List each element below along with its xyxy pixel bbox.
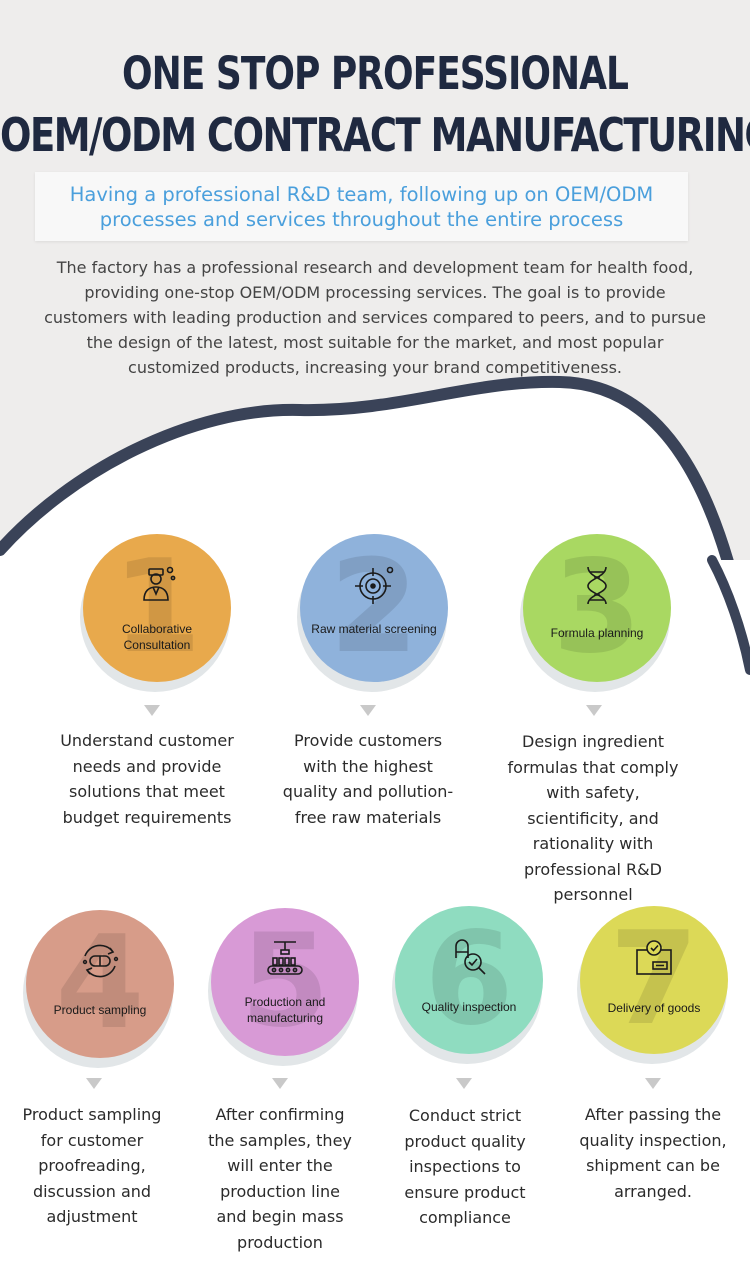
capsule-magnifier-icon [455, 939, 486, 975]
step-number: 5 [240, 908, 330, 1056]
conveyor-factory-icon [267, 941, 303, 975]
step-number: 1 [112, 534, 202, 682]
subtitle-box: Having a professional R&D team, followin… [35, 172, 688, 241]
step-5-circle: 5 Production and manufacturing [211, 908, 359, 1056]
consultant-person-icon [143, 566, 176, 601]
wave-line [0, 375, 734, 560]
step-7-label: Delivery of goods [607, 1001, 701, 1015]
step-5-card: 5 Production and manufacturing [208, 908, 361, 1066]
step-2-arrow [360, 705, 376, 716]
step-number: 7 [609, 906, 699, 1054]
step-number: 6 [424, 906, 514, 1054]
step-1-card: 1 Collaborative Consultation [80, 534, 233, 692]
step-4-label: Product sampling [53, 1003, 147, 1017]
step-3-label: Formula planning [550, 626, 644, 640]
step-3-circle: 3 Formula planning [523, 534, 671, 682]
step-2-label: Raw material screening [311, 622, 437, 636]
step-number: 2 [329, 534, 419, 682]
step-4-description: Product sampling for customer proofreadi… [22, 1105, 162, 1226]
step-7-arrow [645, 1078, 661, 1089]
step-3-card: 3 Formula planning [520, 534, 673, 692]
step-7-description: After passing the quality inspection, sh… [579, 1105, 727, 1201]
step-number: 4 [55, 910, 145, 1058]
step-1-label: Collaborative Consultation [121, 622, 193, 652]
step-6-label: Quality inspection [421, 1000, 517, 1014]
step-7-circle: 7 Delivery of goods [580, 906, 728, 1054]
page-title-line-2: OEM/ODM CONTRACT MANUFACTURING [0, 108, 750, 163]
step-6-description: Conduct strict product quality inspectio… [404, 1106, 526, 1227]
target-crosshair-icon [355, 566, 394, 604]
step-1-circle: 1 Collaborative Consultation [83, 534, 231, 682]
step-5-arrow [272, 1078, 288, 1089]
step-5-label: Production and manufacturing [244, 995, 326, 1025]
header-background [0, 0, 750, 560]
intro-paragraph: The factory has a professional research … [44, 258, 706, 377]
step-4-circle: 4 Product sampling [26, 910, 174, 1058]
page-title-line-1: ONE STOP PROFESSIONAL [122, 48, 629, 101]
step-6-circle: 6 Quality inspection [395, 906, 543, 1054]
wave-line-tail [707, 555, 750, 675]
step-4-card: 4 Product sampling [23, 910, 176, 1068]
box-checkmark-icon [636, 940, 672, 975]
step-6-card: 6 Quality inspection [392, 906, 545, 1064]
step-number: 3 [552, 534, 642, 682]
capsule-cycle-icon [82, 944, 119, 978]
step-4-arrow [86, 1078, 102, 1089]
step-6-arrow [456, 1078, 472, 1089]
step-7-card: 7 Delivery of goods [577, 906, 730, 1064]
step-2-circle: 2 Raw material screening [300, 534, 448, 682]
step-1-description: Understand customer needs and provide so… [60, 731, 234, 827]
step-1-arrow [144, 705, 160, 716]
step-3-description: Design ingredient formulas that comply w… [507, 732, 679, 904]
step-2-description: Provide customers with the highest quali… [282, 731, 454, 827]
subtitle-text: Having a professional R&D team, followin… [69, 182, 654, 231]
step-5-description: After confirming the samples, they will … [208, 1105, 352, 1252]
step-2-card: 2 Raw material screening [297, 534, 450, 692]
step-3-arrow [586, 705, 602, 716]
white-wave-area [0, 379, 750, 560]
dna-icon [587, 566, 607, 605]
